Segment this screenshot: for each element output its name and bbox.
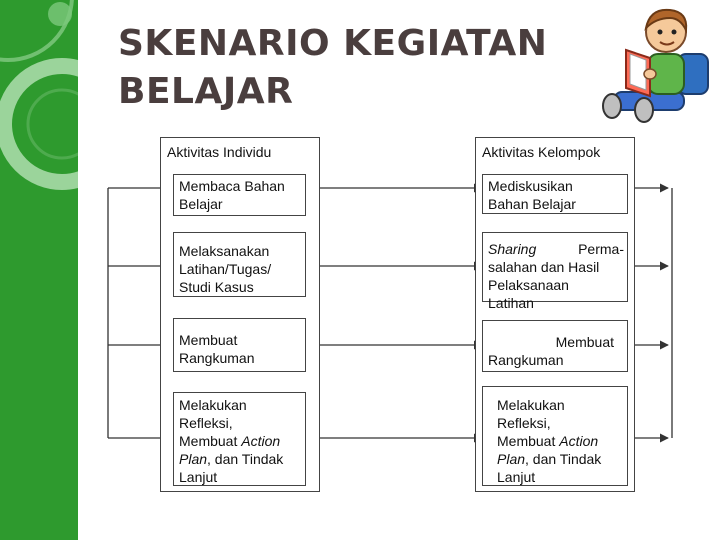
- step-summary-box: [173, 318, 306, 372]
- line: salahan dan Hasil: [488, 259, 600, 275]
- italic-text: Sharing: [488, 241, 537, 257]
- line: Studi Kasus: [179, 279, 254, 295]
- italic-text: Action: [241, 433, 281, 449]
- line: Membuat Action: [179, 432, 283, 450]
- step-discuss-material-box: [482, 174, 628, 214]
- line: Mediskusikan: [488, 178, 573, 194]
- line: Melakukan: [497, 397, 565, 413]
- line: Sharing Perma-: [488, 240, 624, 258]
- step-group-summary-label: Membuat Rangkuman: [488, 333, 614, 369]
- line: Belajar: [179, 196, 223, 212]
- step-sharing-box: [482, 232, 628, 302]
- line: Refleksi,: [497, 415, 551, 431]
- italic-text: Plan: [497, 451, 526, 467]
- individual-activities-header: Aktivitas Individu: [167, 144, 272, 160]
- step-exercise-box: [173, 232, 306, 297]
- step-summary-label: Membuat Rangkuman: [179, 331, 255, 367]
- text: Membuat: [497, 433, 556, 449]
- step-group-summary-box: [482, 320, 628, 372]
- step-reflection-label: Melakukan Refleksi, Membuat Action Plan,…: [179, 396, 283, 486]
- line: Lanjut: [497, 469, 536, 485]
- page-title: SKENARIO KEGIATAN BELAJAR: [118, 20, 547, 116]
- step-group-reflection-label: Melakukan Refleksi, Membuat Action Plan,…: [497, 396, 601, 486]
- italic-text: Action: [559, 433, 599, 449]
- line: Latihan: [488, 295, 534, 311]
- line: Plan, dan Tindak: [179, 450, 283, 468]
- line: Rangkuman: [179, 350, 255, 366]
- line: Membaca Bahan: [179, 178, 285, 194]
- step-discuss-material-label: Mediskusikan Bahan Belajar: [488, 177, 576, 213]
- title-line-2: BELAJAR: [118, 71, 294, 112]
- line: Refleksi,: [179, 415, 233, 431]
- text: Membuat: [179, 433, 238, 449]
- sidebar-circles-decoration: [0, 0, 78, 190]
- line: Membuat Action: [497, 432, 601, 450]
- group-activities-header: Aktivitas Kelompok: [482, 144, 601, 160]
- line: Pelaksanaan: [488, 277, 569, 293]
- line: Melakukan: [179, 397, 247, 413]
- line: Plan, dan Tindak: [497, 450, 601, 468]
- line: Membuat: [555, 334, 614, 350]
- text: , dan Tindak: [525, 451, 602, 467]
- line: Lanjut: [179, 469, 218, 485]
- step-sharing-label: Sharing Perma- salahan dan Hasil Pelaksan…: [488, 240, 624, 312]
- text: Perma-: [578, 241, 624, 257]
- sidebar-decoration: [0, 0, 78, 540]
- line: Melaksanakan: [179, 243, 270, 259]
- step-read-material-label: Membaca Bahan Belajar: [179, 177, 285, 213]
- step-reflection-box: [173, 392, 306, 486]
- line: Membuat: [179, 332, 238, 348]
- step-group-reflection-box: [482, 386, 628, 486]
- step-exercise-label: Melaksanakan Latihan/Tugas/ Studi Kasus: [179, 242, 271, 296]
- italic-text: Plan: [179, 451, 208, 467]
- line: Bahan Belajar: [488, 196, 576, 212]
- step-read-material-box: [173, 174, 306, 216]
- line: Rangkuman: [488, 352, 564, 368]
- boy-reading-book-icon: [602, 8, 709, 123]
- title-line-1: SKENARIO KEGIATAN: [118, 23, 548, 64]
- text: , dan Tindak: [207, 451, 284, 467]
- line: Latihan/Tugas/: [179, 261, 272, 277]
